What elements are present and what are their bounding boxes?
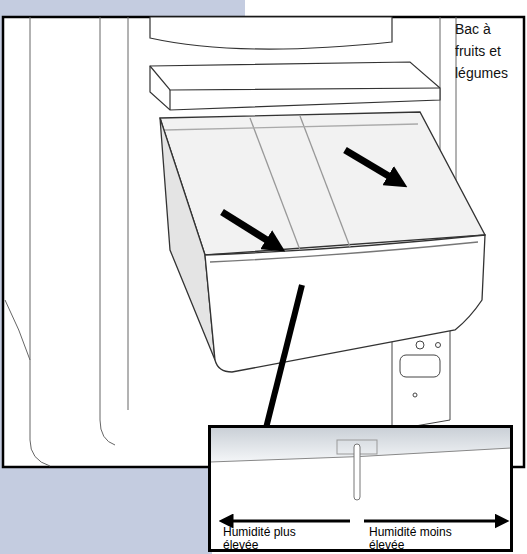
leader-line (266, 285, 302, 428)
leader-line (266, 285, 302, 428)
control-panel (416, 341, 424, 349)
glass-shelf (150, 66, 440, 90)
humidity-arrow (364, 520, 496, 523)
crisper-drawer (160, 112, 485, 255)
illustration-frame (3, 17, 524, 467)
humidity-arrow (232, 520, 496, 523)
control-panel (400, 355, 440, 377)
fridge-liner (100, 17, 115, 445)
slide-arrow (222, 150, 392, 242)
background-panel (0, 466, 212, 554)
crisper-drawer (160, 112, 485, 372)
crisper-drawer (300, 116, 350, 247)
inset-detail (354, 444, 360, 500)
humidity-arrow (232, 520, 350, 523)
glass-shelf (150, 62, 440, 110)
crisper-drawer (160, 118, 215, 360)
humidity-label: Humidité plus élevée (223, 526, 323, 552)
crisper-drawer (165, 124, 418, 130)
crisper-drawer (205, 235, 485, 372)
slide-arrow (222, 212, 270, 242)
fridge-liner (128, 17, 129, 410)
glass-shelf (150, 62, 440, 110)
control-panel (413, 393, 417, 397)
humidity-label: Humidité moins élevée (369, 526, 479, 552)
illustration-frame (3, 17, 524, 467)
slide-arrow (345, 150, 392, 178)
upper-drawer (150, 17, 392, 49)
glass-shelf (169, 90, 170, 110)
part-label: Bac à fruits et légumes (455, 18, 523, 84)
fridge-liner (30, 17, 50, 466)
control-panel (436, 343, 441, 348)
fridge-liner (5, 300, 30, 360)
inset-box: Humidité plus élevée Humidité moins élevé… (208, 425, 513, 552)
upper-drawer (150, 17, 392, 49)
crisper-drawer (210, 242, 478, 262)
